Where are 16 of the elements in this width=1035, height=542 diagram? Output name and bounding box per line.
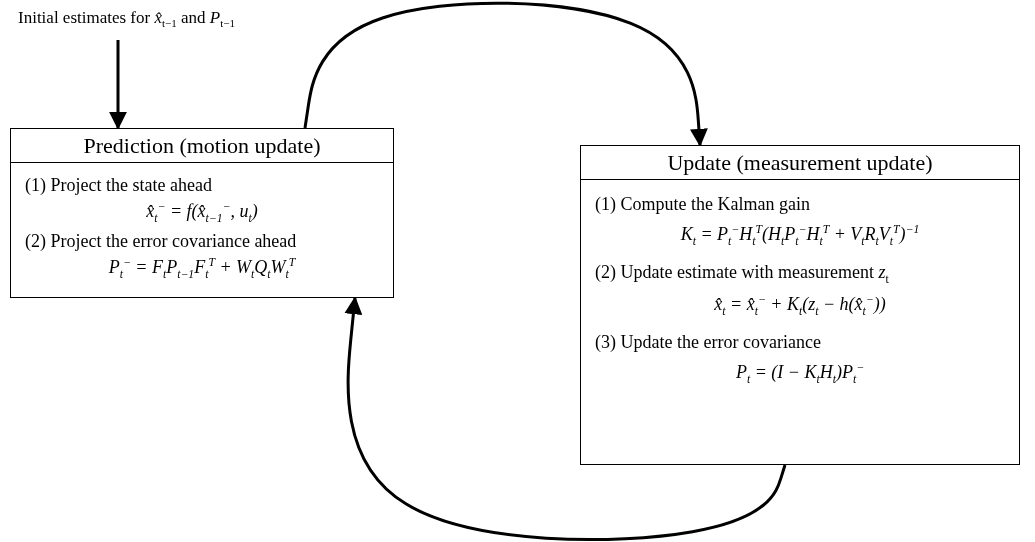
step-text: (2) Update estimate with measurement z$_{t}$	[595, 261, 890, 286]
arrow	[344, 296, 787, 541]
step-text: (2) Project the error covariance ahead	[25, 230, 298, 252]
arrow	[109, 40, 127, 130]
step-text: (1) Compute the Kalman gain	[595, 194, 811, 215]
step-text: (3) Update the error covariance	[595, 331, 822, 353]
process-box	[10, 128, 394, 298]
equation: x̂$_{t}$ = x̂$_{t}$$^{−}$ + K$_{t}$(z$_{t}$ − h(x̂$_{t}$$^{−}$))	[714, 294, 886, 315]
annotation-text: Initial estimates for x̂$_{t−1}$ and P$_{t−1}$	[18, 8, 236, 27]
equation: K$_{t}$ = P$_{t}$$^{−}$H$_{t}$$^{T}$(H$_{t}$P$_{t}$$^{−}$H$_{t}$$^{T}$ + V$_{t}$R$_{t}$V$_{t}$$^{T}$)$^{−1}$	[680, 224, 920, 244]
process-box	[580, 145, 1020, 465]
step-text: (1) Project the state ahead	[25, 175, 213, 196]
equation: x̂$_{t}$$^{−}$ = f(x̂$_{t−1}$$^{−}$, u$_{t}$)	[146, 201, 258, 221]
arrow	[303, 1, 708, 147]
box-heading: Update (measurement update)	[581, 146, 1019, 180]
box-heading: Prediction (motion update)	[11, 129, 393, 163]
